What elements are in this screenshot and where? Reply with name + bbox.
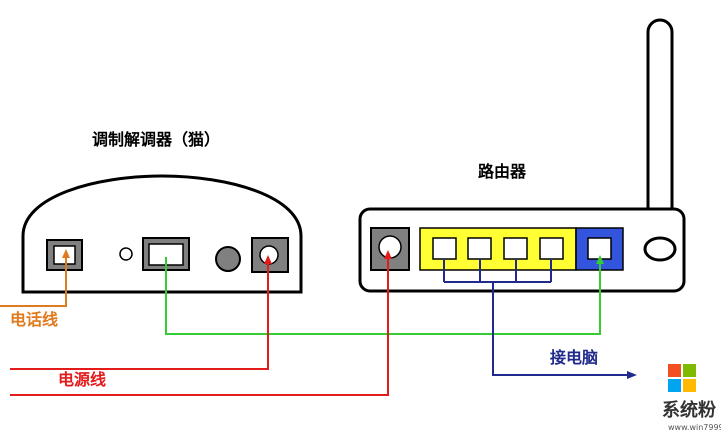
antenna-base <box>643 236 677 262</box>
router-title: 路由器 <box>478 162 527 181</box>
phone-line-label: 电话线 <box>10 310 58 329</box>
router <box>358 18 686 293</box>
windows-logo-icon <box>668 364 696 392</box>
lan-port-3 <box>503 237 528 260</box>
modem-body <box>21 174 303 294</box>
lan-port-1 <box>432 237 457 260</box>
power-line-label: 电源线 <box>58 370 106 389</box>
lan-port-2 <box>467 237 492 260</box>
modem-power-button <box>215 246 241 272</box>
router-power-cable <box>10 250 392 396</box>
modem-phone-port <box>46 239 83 271</box>
lan-cable <box>443 259 637 379</box>
wan-port <box>587 237 612 260</box>
modem-power-cable <box>10 255 272 370</box>
modem <box>21 174 303 294</box>
watermark-url: www.win7999.com <box>668 423 721 432</box>
modem-title: 调制解调器（猫） <box>92 130 220 149</box>
phone-cable <box>0 249 70 307</box>
watermark: 系统粉 www.win7999.com <box>662 364 721 432</box>
lan-port-4 <box>539 237 564 260</box>
wan-cable <box>165 255 604 335</box>
watermark-site-name: 系统粉 <box>662 399 716 421</box>
modem-indicator-light <box>119 247 133 261</box>
computer-label: 接电脑 <box>550 348 598 367</box>
